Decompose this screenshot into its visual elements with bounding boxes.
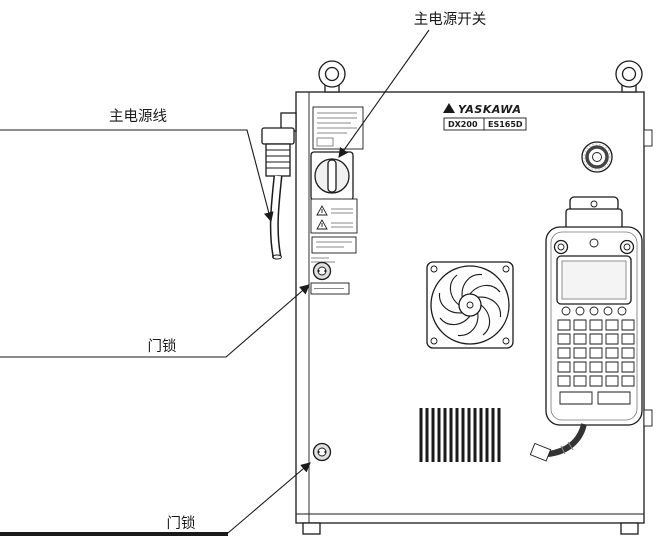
brand-logo-text: YASKAWA	[458, 103, 522, 116]
eyebolt-right	[615, 60, 643, 93]
fan-opening	[430, 265, 510, 345]
pendant-body-inner	[550, 231, 638, 421]
eyebolt-left	[318, 60, 346, 93]
warning-triangle-icon	[316, 205, 328, 216]
pendant-cable-ribs	[560, 441, 574, 455]
estop-button-ring	[585, 145, 609, 169]
main-power-switch	[310, 151, 354, 201]
vent-grille	[419, 408, 501, 462]
estop-text-ring	[583, 143, 611, 171]
caution-text-lines	[316, 241, 352, 248]
pendant-select-knob	[619, 239, 635, 255]
lock-pin	[317, 269, 320, 273]
fan-screw	[502, 265, 510, 273]
door-lock-top	[310, 261, 350, 295]
programming-pendant	[529, 196, 643, 462]
leader-door-lock-top	[0, 284, 310, 358]
label-door-lock-top: 门锁	[148, 338, 177, 355]
warning-text-lines	[331, 222, 353, 228]
callout-door-lock-top: 门锁	[0, 284, 310, 358]
rating-plate	[312, 106, 364, 150]
pendant-select-center	[623, 243, 631, 251]
hinge-top	[643, 129, 653, 147]
pendant-bracket	[565, 208, 623, 230]
lock-pin	[317, 450, 320, 454]
pendant-cable-connector	[529, 442, 552, 462]
pendant-wide-keys	[559, 391, 631, 405]
fan-blades	[439, 274, 501, 336]
pendant-screen	[561, 260, 627, 300]
label-main-power-cable: 主电源线	[109, 108, 167, 125]
cabinet-foot-left	[302, 522, 321, 535]
power-switch-handle	[327, 159, 337, 193]
leader-main-power-switch	[338, 29, 430, 158]
strain-relief-ribs	[266, 149, 290, 169]
power-cable-assembly	[261, 112, 297, 260]
caution-label-frame	[311, 236, 357, 254]
cable-elbow	[261, 127, 295, 145]
model-label-frame	[443, 117, 527, 131]
warning-text-lines	[331, 208, 353, 214]
cabinet-foot-right	[620, 522, 639, 535]
estop-button-center	[592, 152, 602, 162]
pendant-function-keys	[561, 306, 627, 316]
pendant-estop-center	[557, 243, 565, 251]
fan-hub	[458, 293, 482, 317]
pendant-keypad	[557, 319, 635, 387]
hinge-bottom	[643, 409, 653, 427]
label-main-power-switch: 主电源开关	[414, 11, 487, 28]
fan-hub-center	[466, 301, 474, 309]
fan-screw	[430, 265, 438, 273]
warning-triangle-icon	[316, 219, 328, 230]
callout-door-lock-bottom: 门锁	[0, 462, 311, 536]
brand-block: YASKAWA DX200 ES165D	[443, 103, 527, 131]
label-door-lock-bottom: 门锁	[167, 515, 196, 532]
cooling-fan	[426, 261, 514, 349]
rating-plate-mark	[316, 137, 334, 147]
eyebolt-ring-inner	[621, 66, 637, 82]
rating-plate-text-lines	[317, 112, 357, 134]
pendant-estop-button	[553, 239, 569, 255]
fan-screw	[430, 337, 438, 345]
emergency-stop-button	[581, 141, 613, 173]
callout-main-power-cable: 主电源线	[0, 108, 274, 223]
robot-type-label: ES165D	[488, 120, 523, 129]
callout-main-power-switch: 主电源开关	[338, 11, 487, 158]
leader-main-power-cable	[0, 129, 274, 223]
door-lock-bottom	[312, 442, 332, 462]
power-cable-end	[272, 254, 282, 260]
model-label: DX200	[448, 120, 478, 129]
eyebolt-ring-inner	[324, 66, 340, 82]
cable-strain-relief	[265, 143, 291, 177]
yaskawa-mark-icon	[443, 103, 455, 113]
pendant-top-button	[589, 238, 599, 248]
lock-pin	[324, 269, 327, 273]
bracket-screw	[590, 200, 598, 208]
lock-pin	[324, 450, 327, 454]
power-cable-core	[271, 175, 281, 258]
fan-screw	[502, 337, 510, 345]
leader-door-lock-bottom	[227, 462, 311, 534]
warning-label	[310, 198, 358, 263]
pendant-cable	[547, 423, 587, 457]
